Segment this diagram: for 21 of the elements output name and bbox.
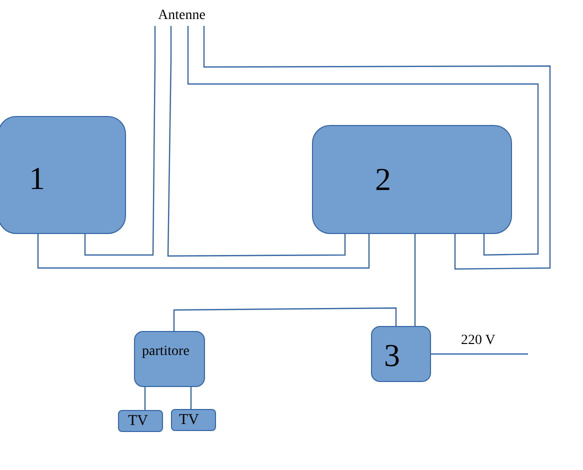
box-label: TV <box>128 414 148 429</box>
device-box <box>312 125 512 234</box>
tv-box <box>118 410 163 432</box>
connection-line <box>84 26 156 256</box>
antenna-label: Antenne <box>158 9 206 23</box>
connection-line <box>173 307 397 331</box>
tv-box <box>171 409 216 431</box>
connection-line <box>167 26 346 257</box>
connection-line <box>144 387 146 410</box>
box-label: 2 <box>375 163 391 195</box>
device-box <box>371 326 431 382</box>
splitter-box <box>134 331 205 387</box>
connection-line <box>37 234 370 269</box>
connection-line <box>431 353 528 355</box>
device-box <box>0 116 126 234</box>
box-label: 3 <box>384 339 400 371</box>
connection-line <box>190 387 192 409</box>
connection-line <box>414 234 416 326</box>
box-label: 1 <box>29 162 45 194</box>
box-label: TV <box>179 413 199 428</box>
box-label: partitore <box>142 345 190 359</box>
